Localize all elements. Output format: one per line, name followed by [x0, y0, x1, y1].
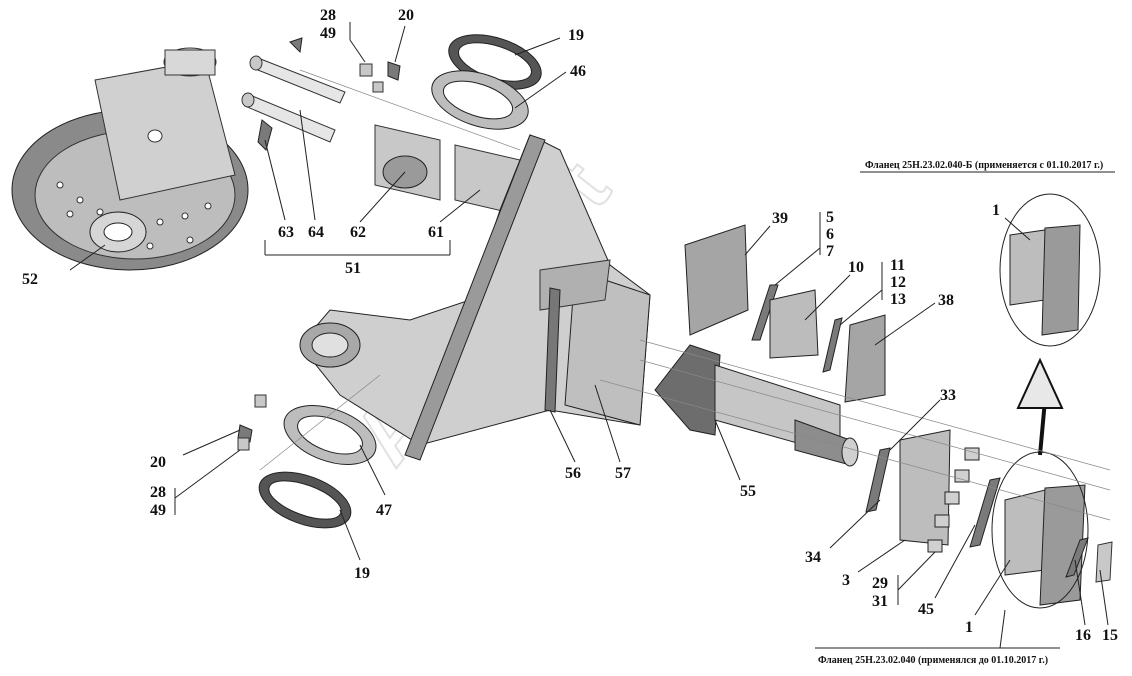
pin-63 [249, 55, 346, 104]
flange-1-new [1009, 224, 1081, 336]
label-38: 38 [938, 292, 954, 309]
label-6: 6 [826, 226, 834, 243]
label-15: 15 [1102, 627, 1118, 644]
label-47: 47 [376, 502, 392, 519]
lock-plate-63 [257, 119, 273, 151]
leader-lines [69, 22, 1109, 649]
label-45: 45 [918, 601, 934, 618]
label-49-top: 49 [320, 25, 336, 42]
label-16: 16 [1075, 627, 1091, 644]
label-20-bottom: 20 [150, 454, 166, 471]
shim-11-13 [822, 317, 843, 373]
label-13: 13 [890, 291, 906, 308]
label-1-old: 1 [965, 619, 973, 636]
bolt-49-bottom [237, 437, 250, 451]
washer-16 [1065, 537, 1089, 578]
label-7: 7 [826, 243, 834, 260]
label-52: 52 [22, 271, 38, 288]
caption-new-flange: Фланец 25H.23.02.040-Б (применяется с 01… [865, 160, 1103, 171]
bearing-46 [431, 70, 529, 130]
part-labels: 28 49 20 19 46 63 64 62 61 51 52 39 5 6 … [22, 7, 1118, 644]
differential-assembly [11, 47, 249, 271]
label-34: 34 [805, 549, 821, 566]
label-56: 56 [565, 465, 581, 482]
label-49-bottom: 49 [150, 502, 166, 519]
drive-pinion-55 [654, 344, 859, 467]
spacer-10 [769, 289, 819, 359]
bearing-39 [684, 224, 749, 336]
label-20-top: 20 [398, 7, 414, 24]
label-19-top: 19 [568, 27, 584, 44]
label-5: 5 [826, 209, 834, 226]
nut-15 [1095, 541, 1113, 583]
cover-3 [899, 429, 951, 546]
label-57: 57 [615, 465, 631, 482]
pin-64 [241, 92, 336, 143]
label-19-bottom: 19 [354, 565, 370, 582]
callout-arrow-shaft [1038, 399, 1047, 456]
label-3: 3 [842, 572, 850, 589]
assembly-axes [259, 69, 1111, 521]
bolts-29-31 [927, 447, 980, 553]
label-31: 31 [872, 593, 888, 610]
label-39: 39 [772, 210, 788, 227]
label-29: 29 [872, 575, 888, 592]
label-28-top: 28 [320, 7, 336, 24]
label-11: 11 [890, 257, 905, 274]
label-55: 55 [740, 483, 756, 500]
label-51: 51 [345, 260, 361, 277]
label-12: 12 [890, 274, 906, 291]
label-64: 64 [308, 224, 324, 241]
new-flange-callout [999, 193, 1101, 347]
label-63: 63 [278, 224, 294, 241]
seal-34 [865, 447, 891, 513]
lock-plate-upper [289, 37, 303, 54]
bearing-cap-62 [374, 124, 441, 201]
label-33: 33 [940, 387, 956, 404]
bearing-ring-19-bottom [258, 471, 352, 529]
label-46: 46 [570, 63, 586, 80]
label-28-bottom: 28 [150, 484, 166, 501]
caption-old-flange: Фланец 25H.23.02.040 (применялся до 01.1… [818, 655, 1048, 666]
bearing-38 [844, 314, 886, 403]
label-10: 10 [848, 259, 864, 276]
bearing-47 [283, 405, 377, 465]
callout-arrow-head [1016, 357, 1064, 409]
label-62: 62 [350, 224, 366, 241]
washer-20-top [387, 61, 401, 81]
gasket-56 [544, 287, 561, 413]
label-1-new: 1 [992, 202, 1000, 219]
bolt-28-bottom [254, 394, 267, 408]
label-61: 61 [428, 224, 444, 241]
bolt-28-top [359, 63, 384, 93]
flange-1-old [1004, 484, 1086, 606]
o-ring-45 [969, 477, 1001, 548]
